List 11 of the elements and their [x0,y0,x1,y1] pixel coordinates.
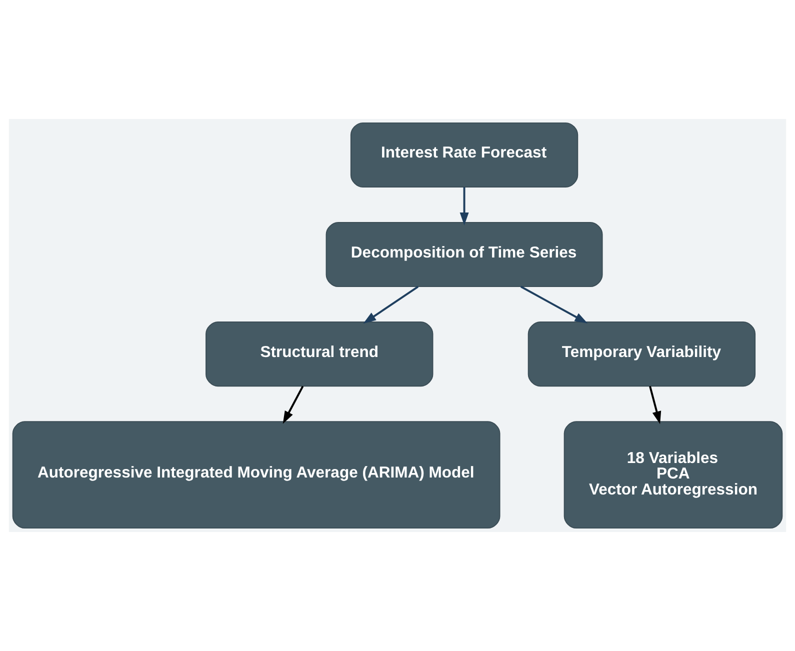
arrow [460,187,469,226]
arrow [520,286,588,324]
node-box: Temporary Variability [528,322,756,387]
arrow [363,286,419,324]
node-box: Interest Rate Forecast [350,122,578,188]
node-box: Decomposition of Time Series [326,222,603,288]
arrow [282,386,304,424]
node-box: Structural trend [206,322,434,387]
node-box: Autoregressive Integrated Moving Average (ARIMA) Model [12,421,500,529]
node-box: 18 Variables PCA Vector Autoregression [564,421,783,529]
arrow [649,386,662,424]
